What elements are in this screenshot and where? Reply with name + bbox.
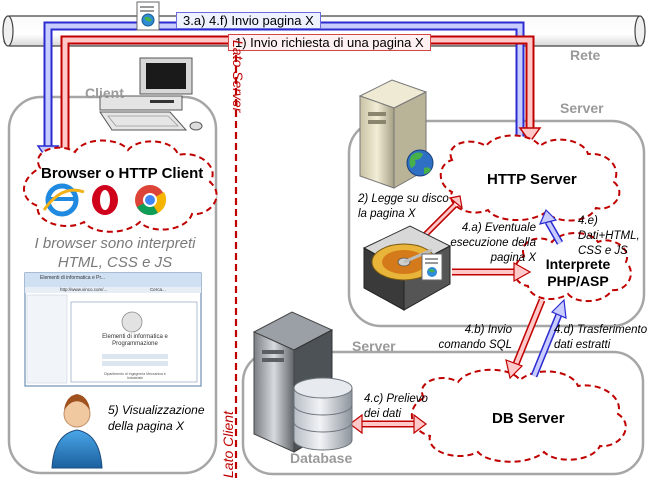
arrow-interpreter-to-http [538,208,564,245]
lato-server-label: Lato Server [230,40,246,113]
browser-cloud [23,139,218,233]
opera-icon [92,185,118,215]
server-bottom-panel [241,350,645,476]
db-server-label: DB Server [492,410,565,427]
browser-label: Browser o HTTP Client [41,165,204,182]
browser-window-thumbnail [24,272,202,387]
document-icon [136,1,160,31]
globe-icon [406,149,434,177]
browser-window-tab: Cerca... [150,287,166,292]
server-top-panel [347,119,646,328]
browser-window-heading: Elementi di informatica e Programmazione [102,334,168,347]
database-label: Database [290,450,353,466]
user-person-icon [51,394,103,469]
chrome-icon [135,185,167,216]
interpreters-note: I browser sono interpreti HTML, CSS e JS [34,235,196,271]
browser-window-address: http://www.vinco.com/... [60,287,108,292]
step4c-label: 4.c) Prelievo dei dati [364,393,428,420]
desktop-computer-icon [99,57,203,131]
response-message-label: 3.a) 4.f) Invio pagina X [176,12,321,29]
interpreter-label: Interprete PHP/ASP [533,256,623,290]
client-title: Client [85,85,124,101]
arrow-db-to-database [349,413,427,435]
http-server-cloud [439,134,621,222]
step4e-label: 4.e) Dati+HTML, CSS e JS [578,215,640,257]
step4a-label: 4.a) Eventuale esecuzione della pagina X [450,222,536,264]
step5-label: 5) Visualizzazione della pagina X [108,403,205,433]
network-label: Rete [570,47,601,63]
hard-disk-icon [362,225,452,311]
lato-client-label: Lato Client [220,411,236,478]
browser-window-title: Elementi di informatica e Pr... [40,275,106,281]
database-cylinder-icon [293,377,353,451]
server-top-title: Server [560,100,604,116]
arrow-db-to-interpreter [530,298,567,378]
step4d-label: 4.d) Trasferimento dati estratti [554,324,648,351]
http-server-tower-icon [358,79,428,189]
interpreter-line2: PHP/ASP [547,273,609,289]
http-server-label: HTTP Server [487,171,577,188]
step2-label: 2) Legge su disco la pagina X [358,193,449,220]
arrow-interpreter-to-db [505,298,546,380]
interpreter-line1: Interprete [545,256,611,272]
internet-explorer-icon [42,183,85,217]
request-message-label: 1) Invio richiesta di una pagina X [228,34,431,51]
step4b-label: 4.b) Invio comando SQL [438,324,512,351]
server-bottom-title: Server [352,338,396,354]
db-server-cloud [410,368,627,463]
browser-window-sub: Dipartimento di Ingegneria Meccanica e I… [104,372,166,380]
page-file-icon [421,253,443,281]
arrow-disk-to-interpreter [452,261,532,283]
